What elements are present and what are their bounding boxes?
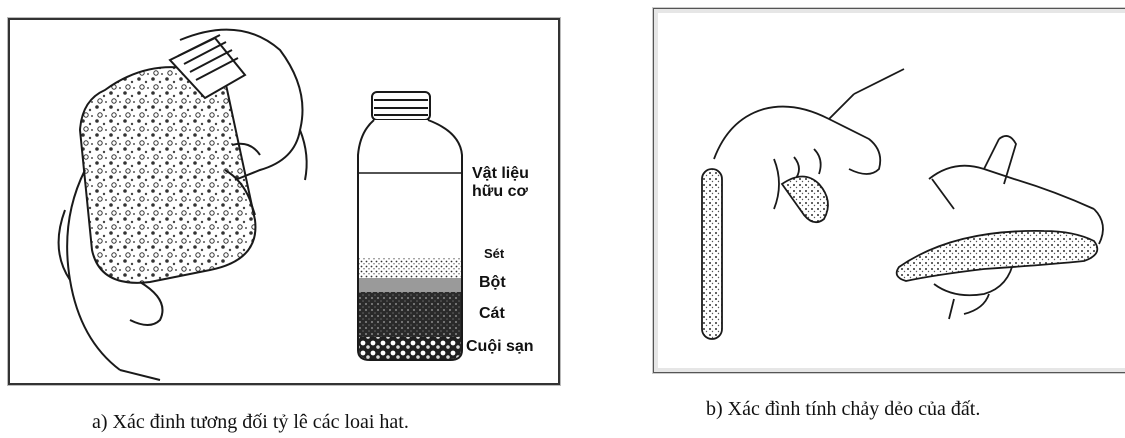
label-organic-material: Vật liệu hữu cơ bbox=[472, 165, 529, 201]
label-silt: Bột bbox=[479, 274, 506, 292]
sediment-jar-drawing bbox=[358, 92, 462, 360]
label-sand: Cát bbox=[479, 305, 505, 323]
shaking-jar-drawing bbox=[59, 30, 307, 380]
panel-b-illustration bbox=[654, 9, 1125, 372]
caption-panel-a: a) Xác đinh tương đối tỷ lê các loai hat… bbox=[92, 411, 409, 434]
caption-panel-b: b) Xác đình tính chảy dẻo của đất. bbox=[706, 398, 980, 421]
panel-a-soil-jar-test: Vật liệu hữu cơ Sét Bột Cát Cuội sạn bbox=[8, 18, 560, 385]
label-gravel: Cuội sạn bbox=[466, 338, 534, 356]
label-clay: Sét bbox=[484, 246, 504, 261]
palm-with-soil-roll-drawing bbox=[897, 136, 1103, 319]
panel-a-illustration bbox=[10, 20, 558, 383]
panel-b-soil-plasticity-test bbox=[653, 8, 1125, 373]
hand-with-soil-thread-drawing bbox=[702, 69, 904, 339]
